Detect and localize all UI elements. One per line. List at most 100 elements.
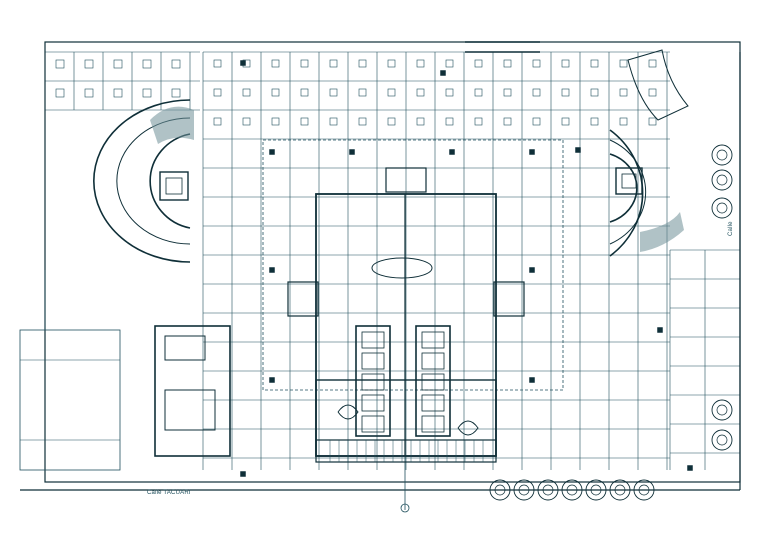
column-marker [269,267,275,273]
front-steps [315,439,497,463]
column-marker [529,377,535,383]
tile-marker [474,88,483,97]
tile-marker [445,59,454,68]
tile-marker [619,117,628,126]
stair-right [457,420,479,436]
tile-marker [561,117,570,126]
column-marker [240,60,246,66]
elevator-core [415,325,451,437]
tile-marker [213,59,222,68]
tile-marker [329,117,338,126]
tile-marker [387,88,396,97]
annex-outer-wall [154,325,231,457]
elevator-shaft [361,415,385,433]
tile-marker [590,117,599,126]
tile-marker [445,117,454,126]
tree-pit [590,484,602,496]
ramp-outer-wall [93,99,191,263]
tile-marker [503,59,512,68]
tree-pit [614,484,626,496]
tile-marker [84,59,94,69]
tile-marker [242,117,251,126]
street-trees [489,144,733,501]
central-building [262,139,564,513]
ramp-core-wall [609,153,638,223]
tree-outline [609,479,631,501]
tile-marker [55,59,65,69]
tree-outline [513,479,535,501]
tile-marker [271,88,280,97]
elevator-shaft [361,331,385,349]
tile-marker [416,59,425,68]
ramp-core-wall [149,133,191,229]
tree-pit [716,202,728,214]
column-marker [687,465,693,471]
ramp-hatch [640,212,684,252]
tree-outline [711,399,733,421]
tile-marker [358,88,367,97]
tile-marker [358,59,367,68]
left-annex-building [19,325,231,471]
tile-marker [532,88,541,97]
dashed-perimeter [262,139,564,391]
right-curved-ramp [609,49,689,257]
annex-room [164,335,206,361]
tree-pit [494,484,506,496]
street-label-bottom: Calle TACUARI [147,490,191,496]
tile-marker [271,59,280,68]
service-base [315,379,497,457]
tile-marker [300,59,309,68]
side-entry-left [287,281,319,317]
tile-marker [648,88,657,97]
elevator-shaft [361,394,385,412]
paving-grid [44,51,741,470]
tree-outline [711,169,733,191]
tree-pit [716,174,728,186]
stair-left [337,404,359,420]
tile-marker [329,59,338,68]
tile-marker [171,88,181,98]
tile-marker [213,88,222,97]
elevator-shaft [421,352,445,370]
tile-marker [358,117,367,126]
tile-marker [300,88,309,97]
ramp-stair-inner [165,177,183,195]
tile-marker [142,88,152,98]
tile-marker [113,88,123,98]
top-right-stair [627,49,689,121]
tree-pit [716,434,728,446]
tree-pit [566,484,578,496]
tree-outline [711,144,733,166]
tile-marker [532,59,541,68]
tile-marker [84,88,94,98]
tile-marker [271,117,280,126]
ramp-hatch [150,106,194,144]
axis-marker [400,503,410,513]
elevator-shaft [421,415,445,433]
elevator-shaft [421,373,445,391]
tile-marker [242,88,251,97]
tile-marker [445,88,454,97]
tree-outline [561,479,583,501]
column-marker [575,147,581,153]
street-label-right: Calle [728,221,734,236]
tile-marker [590,88,599,97]
tile-marker [503,117,512,126]
column-marker [240,471,246,477]
elevator-shaft [361,373,385,391]
neighbor-building [19,329,121,471]
tile-marker [213,117,222,126]
tree-outline [633,479,655,501]
column-marker [657,327,663,333]
elevator-shaft [421,331,445,349]
annex-room [164,389,216,431]
tile-marker [648,117,657,126]
side-entry-right [493,281,525,317]
tree-pit [638,484,650,496]
tile-marker [387,59,396,68]
tree-outline [585,479,607,501]
tile-marker [619,88,628,97]
tree-pit [716,149,728,161]
tile-marker [619,59,628,68]
